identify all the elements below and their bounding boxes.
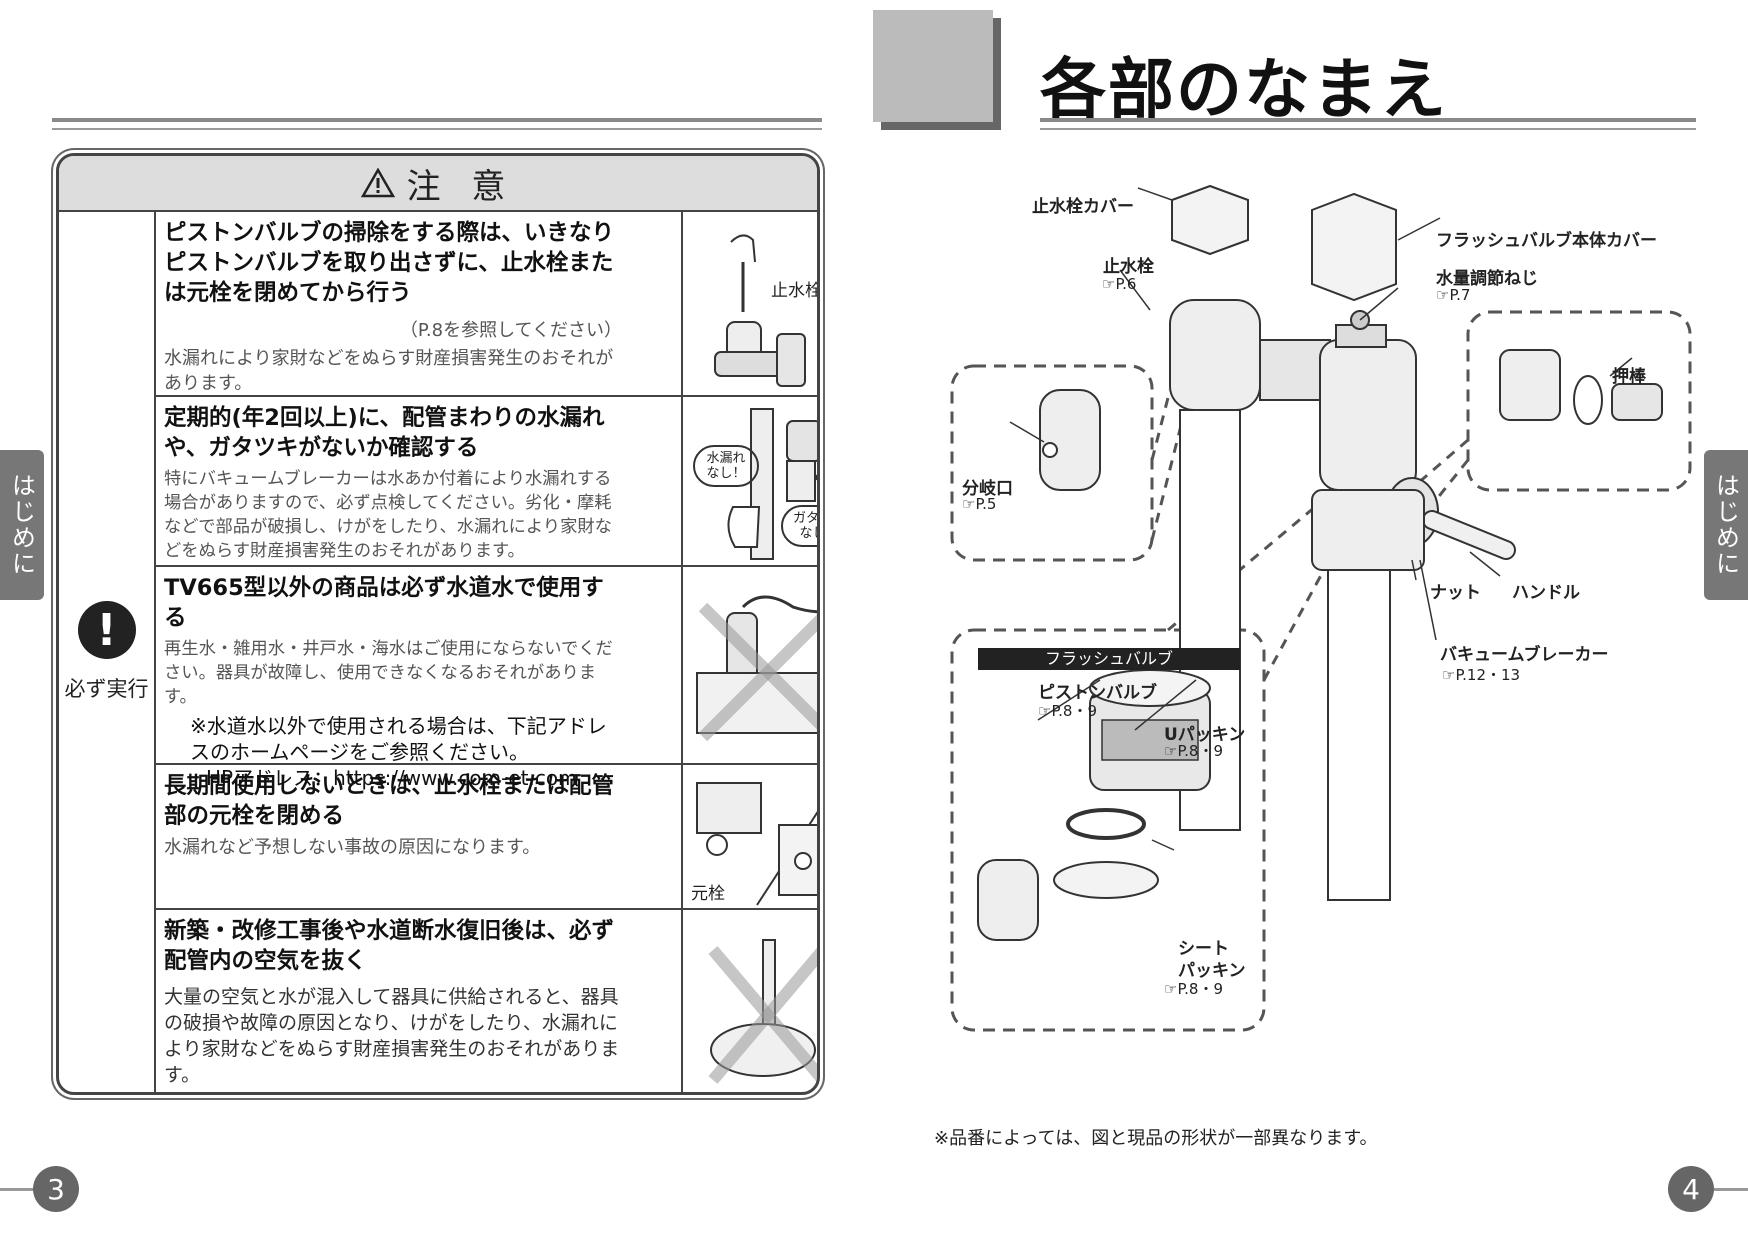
footnote: ※品番によっては、図と現品の形状が一部異なります。 <box>934 1128 1378 1149</box>
right-page-line <box>1714 1188 1748 1191</box>
label-body-cover: フラッシュバルブ本体カバー <box>1436 231 1657 251</box>
right-header-rule <box>1040 118 1696 122</box>
caution-item-body: 特にバキュームブレーカーは水あか付着により水漏れする場合がありますので、必ず点検… <box>164 469 612 561</box>
caution-box: 注 意 ! 必ず実行 ピストンバルブの掃除をする際は、いきなりピストンバルブを取… <box>56 153 820 1095</box>
title-decoration-block <box>873 10 993 122</box>
left-side-tab: はじめに <box>0 450 44 600</box>
ref-seat-packing: ☞P.8・9 <box>1164 980 1224 998</box>
caution-item-body: 水漏れなど予想しない事故の原因になります。 <box>164 837 541 858</box>
left-header-rule <box>52 118 822 122</box>
bubble-no-wobble: ガタツキなし！ <box>781 505 817 547</box>
caution-item-text: 新築・改修工事後や水道断水復旧後は、必ず配管内の空気を抜く 大量の空気と水が混入… <box>164 916 622 1088</box>
label-handle: ハンドル <box>1512 583 1580 603</box>
illustration-main-valve: 元栓 元栓 <box>681 765 817 908</box>
bubble-no-leak: 水漏れなし！ <box>693 445 759 487</box>
caution-item-text: ピストンバルブの掃除をする際は、いきなりピストンバルブを取り出さずに、止水栓また… <box>164 218 622 396</box>
ref-text: P.8・9 <box>1177 742 1224 760</box>
toilet-crossed-illustration <box>708 939 817 1084</box>
right-header-rule-thin <box>1040 128 1696 130</box>
label-vacuum-breaker: バキュームブレーカー <box>1440 645 1609 665</box>
caution-item-1: ピストンバルブの掃除をする際は、いきなりピストンバルブを取り出さずに、止水栓また… <box>156 212 817 397</box>
label-seat-packing-2: パッキン <box>1178 961 1246 981</box>
illustration-close-stop-valve: 止水栓 <box>681 212 817 395</box>
caution-body: ! 必ず実行 ピストンバルブの掃除をする際は、いきなりピストンバルブを取り出さず… <box>59 212 817 1092</box>
caution-title: 注 意 <box>406 166 516 207</box>
pipe-check-illustration <box>727 408 817 560</box>
stop-valve-illustration <box>714 234 806 387</box>
caution-item-body: 再生水・雑用水・井戸水・海水はご使用にならないでください。器具が故障し、使用でき… <box>164 639 613 707</box>
illustration-label: 止水栓 <box>771 281 820 301</box>
caution-item-url: HPアドレス：https://www.com-et.com <box>206 766 578 790</box>
illustration-check-leaks: 水漏れなし！ ガタツキなし！ <box>681 397 817 565</box>
ref-branch-port: ☞P.5 <box>962 495 997 513</box>
caution-item-text: TV665型以外の商品は必ず水道水で使用する 再生水・雑用水・井戸水・海水はご使… <box>164 573 622 791</box>
illustration-air-release <box>681 910 817 1092</box>
page-title: 各部のなまえ <box>1040 51 1448 128</box>
ref-stop-valve: ☞P.6 <box>1102 275 1137 293</box>
caution-item-text: 長期間使用しないときは、止水栓または配管部の元栓を閉める 水漏れなど予想しない事… <box>164 771 622 860</box>
ref-text: P.8・9 <box>1051 702 1098 720</box>
label-u-packing: Uパッキン <box>1164 725 1246 745</box>
caution-item-heading: ピストンバルブの掃除をする際は、いきなりピストンバルブを取り出さずに、止水栓また… <box>164 220 615 306</box>
ref-text: P.7 <box>1449 286 1471 304</box>
left-header-rule-thin <box>52 128 822 130</box>
caution-item-5: 新築・改修工事後や水道断水復旧後は、必ず配管内の空気を抜く 大量の空気と水が混入… <box>156 910 817 1092</box>
ref-piston-valve: ☞P.8・9 <box>1038 702 1098 720</box>
ref-vacuum-breaker: ☞P.12・13 <box>1442 666 1521 684</box>
label-seat-packing-1: シート <box>1178 939 1229 959</box>
caution-item-heading: 新築・改修工事後や水道断水復旧後は、必ず配管内の空気を抜く <box>164 918 615 974</box>
left-page-line <box>0 1188 40 1191</box>
caution-item-text: 定期的(年2回以上)に、配管まわりの水漏れや、ガタツキがないか確認する 特にバキ… <box>164 403 622 563</box>
caution-item-body: 水漏れにより家財などをぬらす財産損害発生のおそれがあります。 <box>164 348 614 394</box>
caution-item-heading: 定期的(年2回以上)に、配管まわりの水漏れや、ガタツキがないか確認する <box>164 405 605 461</box>
illustration-label: 元栓 <box>691 884 725 904</box>
ref-text: P.6 <box>1115 275 1137 293</box>
main-valve-illustration <box>696 782 817 906</box>
caution-item-heading: TV665型以外の商品は必ず水道水で使用する <box>164 575 604 631</box>
flush-valve-label-box: フラッシュバルブ <box>978 648 1240 670</box>
caution-item-note: ※水道水以外で使用される場合は、下記アドレスのホームページをご参照ください。 <box>190 714 607 764</box>
label-water-adjust-screw: 水量調節ねじ <box>1436 269 1538 289</box>
label-nut: ナット <box>1430 583 1481 603</box>
illustration-tap-water <box>681 567 817 763</box>
exclamation-icon: ! <box>77 601 136 659</box>
warning-icon <box>360 168 395 198</box>
caution-item-heading: 長期間使用しないときは、止水栓または配管部の元栓を閉める <box>164 773 615 829</box>
label-push-rod: 押棒 <box>1612 367 1646 387</box>
flush-valve-diagram <box>950 184 1692 1032</box>
label-stop-valve-cover: 止水栓カバー <box>1032 197 1134 217</box>
faucet-crossed-illustration <box>696 595 817 742</box>
caution-side: ! 必ず実行 <box>59 212 156 1092</box>
caution-side-label: 必ず実行 <box>64 677 149 701</box>
right-side-tab: はじめに <box>1704 450 1748 600</box>
caution-item-body: 大量の空気と水が混入して器具に供給されると、器具の破損や故障の原因となり、けがを… <box>164 986 620 1086</box>
caution-header: 注 意 <box>59 156 817 212</box>
caution-item-4: 長期間使用しないときは、止水栓または配管部の元栓を閉める 水漏れなど予想しない事… <box>156 765 817 910</box>
ref-u-packing: ☞P.8・9 <box>1164 742 1224 760</box>
right-page-number: 4 <box>1668 1166 1714 1212</box>
caution-item-3: TV665型以外の商品は必ず水道水で使用する 再生水・雑用水・井戸水・海水はご使… <box>156 567 817 790</box>
label-piston-valve: ピストンバルブ <box>1038 683 1157 703</box>
ref-text: P.5 <box>975 495 997 513</box>
ref-text: P.12・13 <box>1455 666 1521 684</box>
label-branch-port: 分岐口 <box>962 479 1013 499</box>
ref-text: P.8・9 <box>1177 980 1224 998</box>
caution-item-2: 定期的(年2回以上)に、配管まわりの水漏れや、ガタツキがないか確認する 特にバキ… <box>156 397 817 567</box>
ref-water-adjust: ☞P.7 <box>1436 286 1471 304</box>
caution-item-ref: （P.8を参照してください） <box>399 320 622 341</box>
left-page-number: 3 <box>33 1166 79 1212</box>
label-stop-valve: 止水栓 <box>1103 257 1154 277</box>
